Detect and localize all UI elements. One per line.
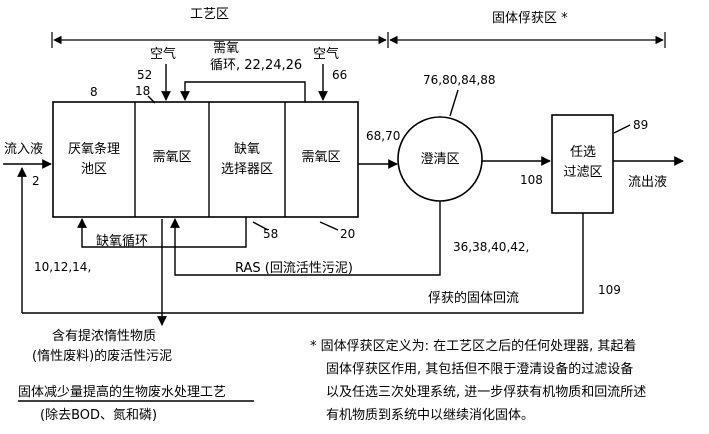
ref-2: 2 [32,174,40,188]
air-input-1: 空气 52 [137,46,176,101]
aerobic-zone-1-label: 需氧区 [152,150,191,165]
ref-52: 52 [137,68,152,82]
footnote-line-4: 有机物质到系统中以继续消化固体。 [326,408,534,423]
filter: 任选 过滤区 89 [551,114,648,214]
ref-76-88-leader [449,89,459,117]
waste-sludge: 含有提浓惰性物质 (惰性废料)的废活性污泥 [32,219,172,364]
ref-36-42: 36,38,40,42, [453,240,529,254]
captured-solids-return-label: 俘获的固体回流 [428,290,519,306]
ref-58-leader [252,221,269,231]
ref-20-leader [319,221,339,231]
footnote: * 固体俘获区定义为: 在工艺区之后的任何处理器, 其起着 固体俘获区作用, 其… [310,338,646,423]
anoxic-selector-label-2: 选择器区 [221,162,273,177]
aerobic-zone-2-label: 需氧区 [301,150,340,165]
filter-label-1: 任选 [570,145,596,160]
ref-20: 20 [340,227,355,241]
air-label-2: 空气 [313,46,339,62]
air-input-2: 空气 66 [313,46,347,101]
ref-109: 109 [598,283,621,297]
aerobic-recycle: 需氧 循环, 22,24,26 [180,41,306,102]
anaerobic-tank-label-2: 池区 [81,162,107,177]
ras-line: RAS (回流活性污泥) 36,38,40,42, [170,201,529,276]
process-title: 固体减少量提高的生物废水处理工艺 (除去BOD、氮和磷) [18,384,254,423]
waste-sludge-label-2: (惰性废料)的废活性污泥 [32,348,172,364]
aerobic-recycle-arrow [180,81,306,102]
footnote-line-2: 固体俘获区作用, 其包括但不限于澄清设备的过滤设备 [326,361,633,377]
waste-sludge-label-1: 含有提浓惰性物质 [52,328,156,344]
ref-89: 89 [633,118,648,132]
ras-arrow [170,201,441,276]
ref-108: 108 [520,173,543,187]
ref-10-14: 10,12,14, [34,260,91,274]
ref-8: 8 [90,85,98,99]
influent-label: 流入液 [4,142,43,157]
aerobic-recycle-label-2: 循环, 22,24,26 [210,58,302,73]
anoxic-recycle-label: 缺氧循环 [96,234,148,249]
captured-solids-return: 俘获的固体回流 109 [22,213,621,314]
ref-89-leader [613,124,631,134]
ref-18: 18 [135,84,150,98]
return-to-influent: 10,12,14, [17,167,91,313]
ref-68-70: 68,70 [366,129,400,143]
filter-box [551,114,614,214]
ref-76-88: 76,80,84,88 [423,73,496,87]
air-label-1: 空气 [150,46,176,62]
anoxic-recycle-arrow [77,217,247,248]
basin-outline [52,101,359,218]
solids-capture-zone-label: 固体俘获区 * [492,11,568,26]
anoxic-selector-label-1: 缺氧 [234,142,260,157]
influent: 流入液 2 [3,142,52,188]
process-basin: 厌氧条理 池区 需氧区 缺氧 选择器区 需氧区 [52,101,359,218]
ref-18-leader [147,95,156,104]
effluent-label: 流出液 [628,175,667,190]
captured-solids-return-line [22,213,584,314]
process-zone-header: 工艺区 [51,7,389,48]
process-title-line-1: 固体减少量提高的生物废水处理工艺 [18,384,226,400]
solids-capture-zone-header: 固体俘获区 * [389,11,666,48]
process-zone-label: 工艺区 [190,7,229,22]
effluent: 流出液 [613,156,684,190]
footnote-line-3: 以及任选三次处理系统, 进一步俘获有机物质和回流所述 [326,384,646,400]
process-title-line-2: (除去BOD、氮和磷) [40,408,157,423]
footnote-line-1: * 固体俘获区定义为: 在工艺区之后的任何处理器, 其起着 [310,338,636,354]
clarifier-label: 澄清区 [420,152,459,167]
ras-label: RAS (回流活性污泥) [235,261,353,276]
ref-66: 66 [332,68,347,82]
filter-label-2: 过滤区 [563,165,602,180]
anoxic-recycle: 缺氧循环 [77,217,247,249]
anaerobic-tank-label-1: 厌氧条理 [68,141,120,157]
aerobic-recycle-label-1: 需氧 [213,41,239,56]
clarifier: 澄清区 76,80,84,88 [397,73,496,202]
ref-58: 58 [263,227,278,241]
